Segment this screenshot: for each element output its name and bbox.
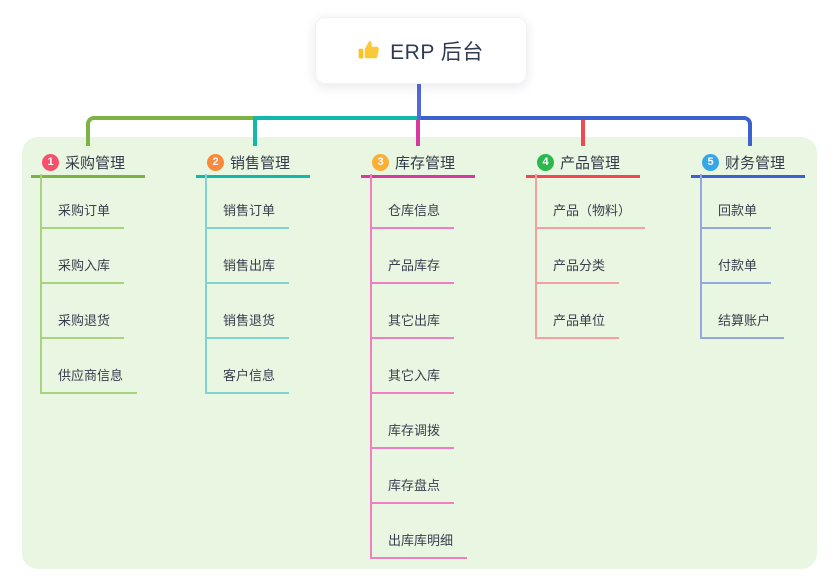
leaf-row: 销售退货 [205, 284, 290, 339]
leaf-row: 出库库明细 [370, 504, 468, 559]
leaf-node[interactable]: 结算账户 [700, 310, 785, 339]
branch-title[interactable]: 4 产品管理 [526, 150, 640, 178]
leaf-node[interactable]: 销售出库 [205, 255, 290, 284]
leaf-node[interactable]: 产品库存 [370, 255, 455, 284]
leaf-row: 仓库信息 [370, 174, 455, 229]
leaf-node[interactable]: 回款单 [700, 200, 772, 229]
leaf-row: 采购退货 [40, 284, 125, 339]
leaf-node[interactable]: 仓库信息 [370, 200, 455, 229]
leaf-row: 结算账户 [700, 284, 785, 339]
branch-title[interactable]: 3 库存管理 [361, 150, 475, 178]
branch-title[interactable]: 1 采购管理 [31, 150, 145, 178]
leaf-node[interactable]: 销售订单 [205, 200, 290, 229]
branch-title[interactable]: 5 财务管理 [691, 150, 805, 178]
branch-label: 财务管理 [725, 155, 786, 172]
leaf-node[interactable]: 产品（物料） [535, 200, 646, 229]
leaf-row: 库存调拨 [370, 394, 455, 449]
branch-number-badge: 5 [702, 154, 719, 171]
leaf-node[interactable]: 库存调拨 [370, 420, 455, 449]
branch-children: 销售订单销售出库销售退货客户信息 [205, 174, 290, 394]
root-node-label: ERP 后台 [390, 40, 484, 64]
root-connector-line [417, 83, 421, 120]
branch-number-badge: 2 [207, 154, 224, 171]
leaf-row: 库存盘点 [370, 449, 455, 504]
branch: 4 产品管理 产品（物料） 产品分类产品单位 [526, 150, 646, 339]
leaf-row: 产品（物料） [535, 174, 646, 229]
leaf-node[interactable]: 销售退货 [205, 310, 290, 339]
connector-branch-1 [86, 116, 253, 146]
connector-branch-3 [416, 120, 420, 146]
leaf-node[interactable]: 付款单 [700, 255, 772, 284]
branch: 1 采购管理 采购订单采购入库采购退货供应商信息 [31, 150, 145, 394]
leaf-node[interactable]: 产品单位 [535, 310, 620, 339]
leaf-row: 销售订单 [205, 174, 290, 229]
leaf-node[interactable]: 采购退货 [40, 310, 125, 339]
connector-branch-4 [581, 120, 585, 146]
root-node[interactable]: ERP 后台 [315, 17, 527, 84]
leaf-row: 回款单 [700, 174, 772, 229]
leaf-row: 其它入库 [370, 339, 455, 394]
branches-panel [22, 137, 817, 569]
leaf-row: 供应商信息 [40, 339, 138, 394]
connector-branch-2 [253, 116, 417, 146]
branch-children: 仓库信息产品库存其它出库其它入库库存调拨库存盘点出库库明细 [370, 174, 468, 559]
leaf-row: 产品单位 [535, 284, 620, 339]
leaf-node[interactable]: 供应商信息 [40, 365, 138, 394]
leaf-row: 其它出库 [370, 284, 455, 339]
leaf-row: 采购订单 [40, 174, 125, 229]
branch-children: 回款单付款单结算账户 [700, 174, 785, 339]
branch: 3 库存管理 仓库信息产品库存其它出库其它入库库存调拨库存盘点出库库明细 [361, 150, 475, 559]
leaf-node[interactable]: 库存盘点 [370, 475, 455, 504]
branch-number-badge: 4 [537, 154, 554, 171]
leaf-node[interactable]: 出库库明细 [370, 530, 468, 559]
branch-title[interactable]: 2 销售管理 [196, 150, 310, 178]
branch-children: 采购订单采购入库采购退货供应商信息 [40, 174, 138, 394]
thumbs-up-icon [358, 41, 379, 59]
branch-label: 产品管理 [560, 155, 621, 172]
branch-label: 采购管理 [65, 155, 126, 172]
leaf-node[interactable]: 其它入库 [370, 365, 455, 394]
leaf-row: 产品分类 [535, 229, 620, 284]
leaf-row: 采购入库 [40, 229, 125, 284]
leaf-node[interactable]: 产品分类 [535, 255, 620, 284]
branch: 2 销售管理 销售订单销售出库销售退货客户信息 [196, 150, 310, 394]
branch-label: 库存管理 [395, 155, 456, 172]
branch-number-badge: 3 [372, 154, 389, 171]
leaf-row: 客户信息 [205, 339, 290, 394]
leaf-node[interactable]: 其它出库 [370, 310, 455, 339]
branch-label: 销售管理 [230, 155, 291, 172]
leaf-row: 销售出库 [205, 229, 290, 284]
branch-number-badge: 1 [42, 154, 59, 171]
leaf-row: 产品库存 [370, 229, 455, 284]
leaf-node[interactable]: 客户信息 [205, 365, 290, 394]
connector-branch-5 [421, 116, 752, 146]
leaf-node[interactable]: 采购入库 [40, 255, 125, 284]
leaf-row: 付款单 [700, 229, 772, 284]
leaf-node[interactable]: 采购订单 [40, 200, 125, 229]
branch-children: 产品（物料） 产品分类产品单位 [535, 174, 646, 339]
branch: 5 财务管理 回款单付款单结算账户 [691, 150, 805, 339]
